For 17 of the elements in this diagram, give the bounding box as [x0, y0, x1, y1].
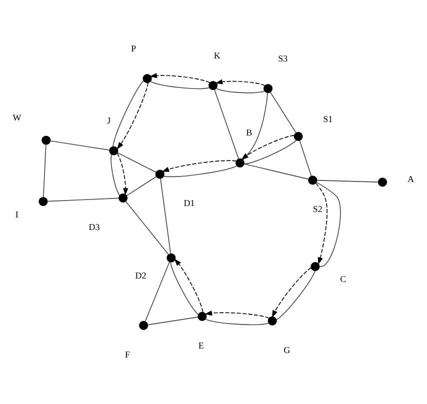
node-label: A — [408, 174, 414, 184]
node-label: P — [131, 43, 136, 54]
node-label: D1 — [184, 198, 195, 208]
node-label: W — [12, 112, 22, 123]
node-label: D3 — [88, 222, 100, 232]
node-label: S3 — [278, 53, 288, 64]
node-label: D2 — [135, 270, 146, 281]
node-label: F — [125, 349, 130, 360]
node-label: S2 — [312, 204, 322, 214]
node-label: J — [107, 116, 111, 126]
node-label: I — [15, 210, 18, 220]
node-label: S1 — [323, 114, 333, 124]
node-label: E — [198, 340, 204, 350]
node-label: G — [284, 344, 290, 355]
node-label: B — [246, 128, 252, 138]
node-label: K — [214, 50, 220, 60]
node-label: C — [340, 274, 346, 284]
